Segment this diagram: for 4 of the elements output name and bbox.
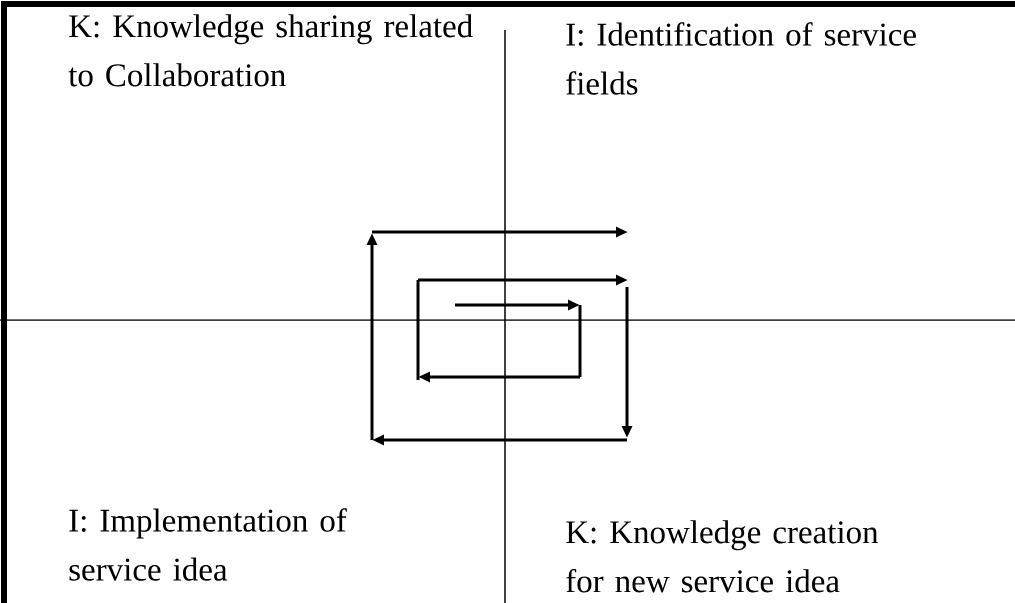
quadrant-label: K: Knowledge sharing related to Collaboration <box>68 14 473 87</box>
quadrant-label: K: Knowledge creation for new service idea <box>566 520 879 593</box>
quadrant-label: I: Identification of service fields <box>566 22 916 95</box>
quadrant-label: I: Implementation of service idea <box>69 508 347 581</box>
